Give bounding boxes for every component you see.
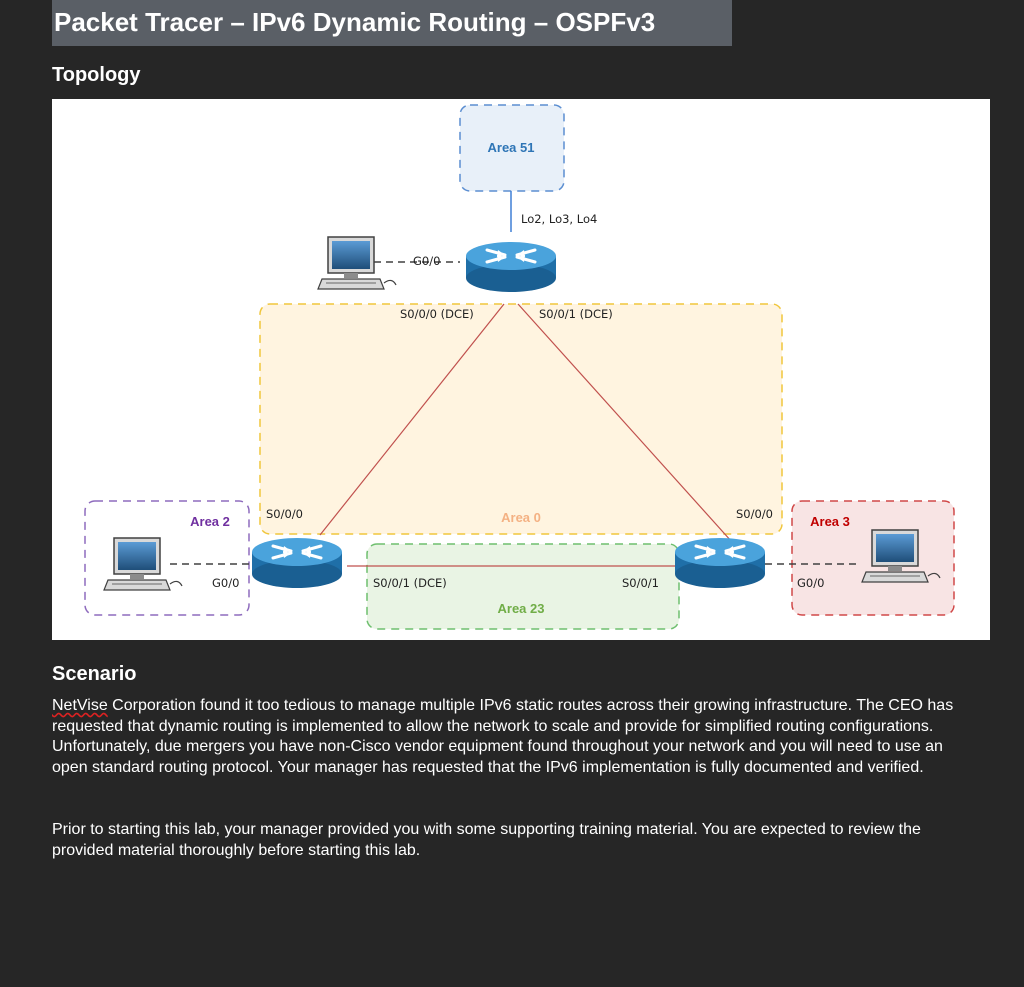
router-top-icon[interactable] — [464, 240, 558, 294]
area-0-box — [259, 303, 783, 535]
right-s001-label: S0/0/1 — [622, 576, 659, 590]
topology-diagram: Area 51 Area 0 Area 2 Area 3 Area 23 Lo2… — [52, 99, 990, 640]
pc-top-icon[interactable] — [317, 236, 397, 290]
left-g0-label: G0/0 — [212, 576, 239, 590]
top-s000-label: S0/0/0 (DCE) — [400, 307, 474, 321]
document-title: Packet Tracer – IPv6 Dynamic Routing – O… — [52, 0, 732, 46]
spellcheck-word: NetVise — [52, 697, 108, 714]
loopback-label: Lo2, Lo3, Lo4 — [521, 212, 597, 226]
scenario-paragraph-1-text: Corporation found it too tedious to mana… — [52, 697, 954, 776]
area-23-box — [366, 543, 680, 630]
topology-heading: Topology — [52, 64, 141, 86]
area-51-label: Area 51 — [488, 140, 535, 155]
top-s001-label: S0/0/1 (DCE) — [539, 307, 613, 321]
area-51-box — [459, 104, 565, 192]
right-s000-label: S0/0/0 — [736, 507, 773, 521]
link-top-left — [319, 303, 505, 536]
router-right-icon[interactable] — [673, 536, 767, 590]
scenario-heading: Scenario — [52, 663, 137, 685]
left-s001-label: S0/0/1 (DCE) — [373, 576, 447, 590]
top-g0-label: G0/0 — [413, 254, 440, 268]
right-g0-label: G0/0 — [797, 576, 824, 590]
router-left-icon[interactable] — [250, 536, 344, 590]
link-top-right — [517, 303, 733, 543]
left-s000-label: S0/0/0 — [266, 507, 303, 521]
area-23-label: Area 23 — [498, 601, 545, 616]
area-3-label: Area 3 — [810, 514, 850, 529]
area-0-label: Area 0 — [501, 510, 541, 525]
area-2-label: Area 2 — [190, 514, 230, 529]
scenario-paragraph-2: Prior to starting this lab, your manager… — [52, 821, 921, 859]
scenario-paragraph-1: NetVise Corporation found it too tedious… — [52, 696, 962, 778]
